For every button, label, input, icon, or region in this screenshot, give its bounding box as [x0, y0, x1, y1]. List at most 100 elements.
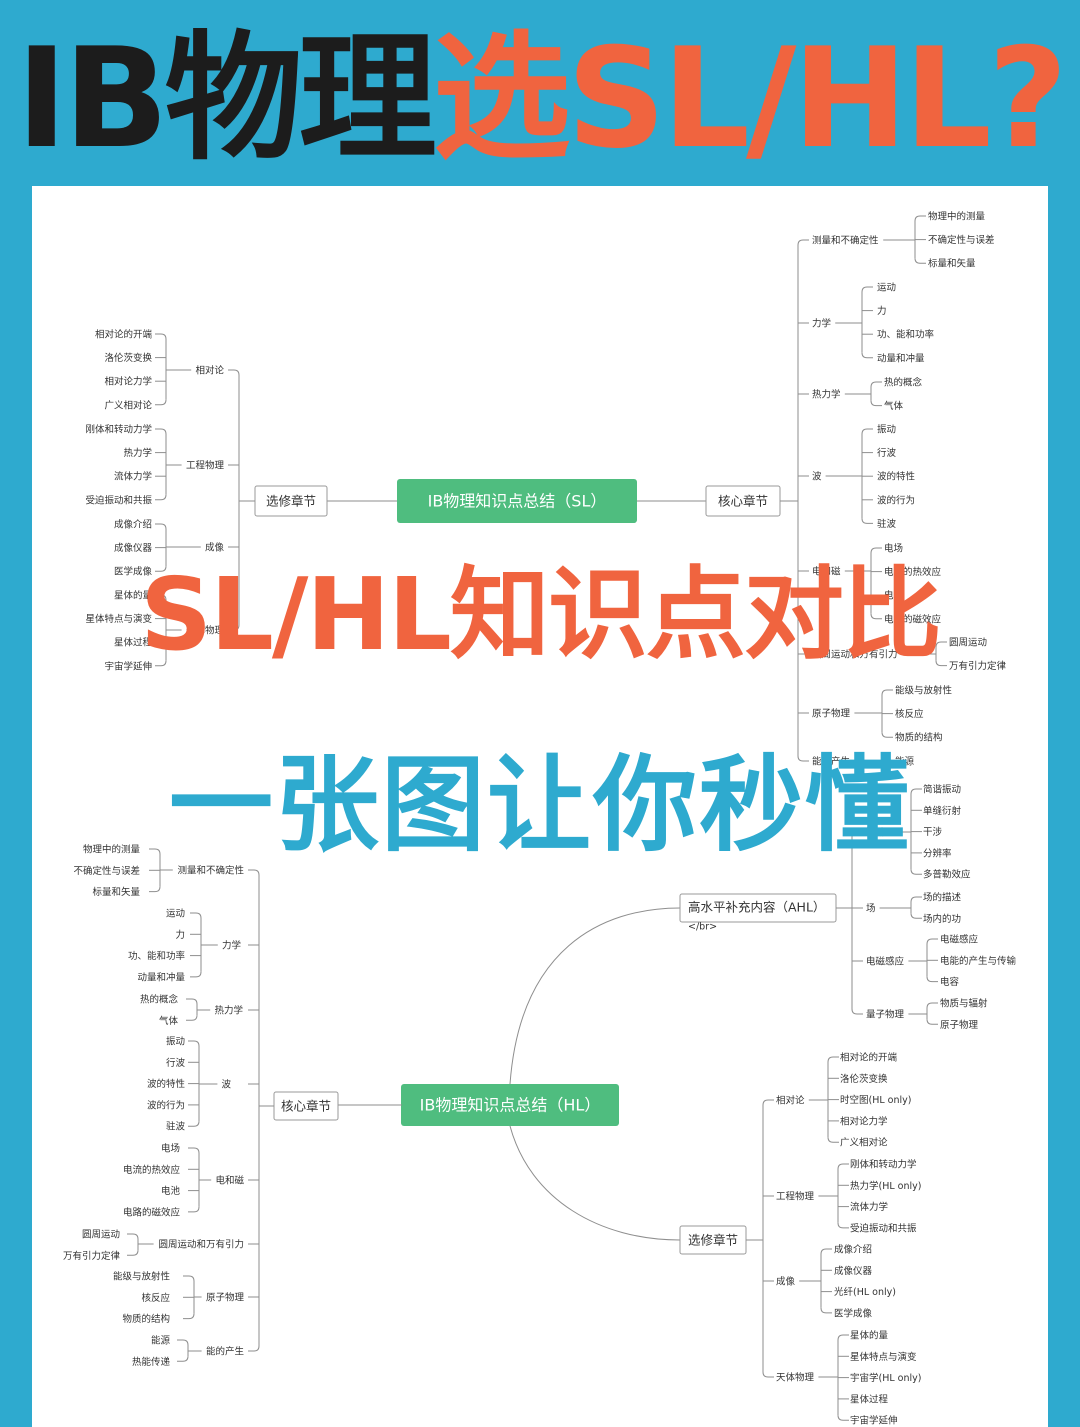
hl-elective-group-item: 宇宙学(HL only)	[850, 1372, 921, 1384]
hl-core-group-bracket-tick	[188, 1040, 200, 1047]
sl-core-group-bracket-tick	[870, 400, 882, 407]
sl-core-group-item: 圆周运动	[949, 638, 987, 649]
sl-core-group-bracket-tick	[881, 689, 893, 696]
hl-core-group-bracket-tick	[190, 912, 202, 919]
sl-core-group-item: 电路的磁效应	[884, 613, 942, 625]
sl-elective-group-label: 天体物理	[186, 625, 225, 637]
sl-core-group-label: 测量和不确定性	[812, 235, 879, 247]
sl-elective-group-bracket-tick	[155, 333, 167, 340]
sl-core-group-item: 热的概念	[884, 377, 923, 389]
sl-core-group-item: 气体	[884, 400, 904, 412]
sl-core-bracket-tick	[797, 755, 809, 762]
sl-core-group-label: 圆周运动和万有引力	[812, 649, 898, 661]
sl-elective-group-bracket-tick	[155, 566, 167, 572]
hl-ahl-group-item: 单缝衍射	[923, 805, 962, 817]
sl-elective-group-item: 流体力学	[114, 471, 152, 483]
hl-core-group-item: 不确定性与误差	[73, 865, 140, 877]
hl-core-bracket-tick	[248, 869, 260, 876]
sl-elective-group-item: 刚体和转动力学	[85, 424, 152, 436]
hl-ahl-group-bracket-tick	[926, 1002, 938, 1009]
sl-core-group-bracket-tick	[861, 428, 873, 435]
sl-core-group-bracket-tick	[861, 286, 873, 293]
sl-core-group-item: 标量和矢量	[928, 258, 976, 270]
hl-elective-group-item: 星体特点与演变	[850, 1351, 917, 1363]
hl-core-group-bracket-tick	[190, 971, 202, 978]
sl-core-group-bracket-tick	[861, 352, 873, 359]
hl-ahl-group-bracket-tick	[910, 913, 922, 919]
hl-core-group-bracket-tick	[177, 1339, 189, 1346]
hl-ahl-group-item: 电容	[940, 976, 960, 988]
hl-elective-group-item: 医学成像	[834, 1307, 873, 1319]
sl-core-group-label: 力学	[812, 318, 831, 330]
hl-core-group-item: 行波	[166, 1057, 186, 1069]
sl-core-group-bracket-tick	[935, 641, 947, 648]
hl-elective-group-label: 相对论	[776, 1095, 805, 1107]
sl-core-group-bracket-tick	[881, 760, 893, 767]
sl-elective-group-bracket-tick	[155, 594, 167, 601]
hl-elective-group-item: 成像仪器	[834, 1265, 873, 1277]
hl-core-group-item: 热的概念	[140, 994, 179, 1006]
hl-elective-group-item: 星体过程	[850, 1393, 889, 1405]
hl-core-group-item: 圆周运动	[82, 1230, 120, 1241]
hl-core-group-item: 万有引力定律	[63, 1250, 121, 1262]
sl-core-group-item: 不确定性与误差	[928, 234, 995, 246]
sl-elective-group-item: 星体特点与演变	[85, 613, 152, 625]
sl-elective-group-label: 工程物理	[186, 460, 225, 472]
hl-elective-group-bracket-tick	[820, 1307, 832, 1314]
hl-core-group-label: 圆周运动和万有引力	[158, 1239, 244, 1251]
sl-elective-group-item: 受迫振动和共振	[85, 494, 152, 506]
sl-core-group-item: 驻波	[877, 518, 897, 530]
hl-elective-group-item: 刚体和转动力学	[850, 1159, 917, 1171]
sl-elective-group-bracket-tick	[155, 523, 167, 530]
sl-core-group-label: 原子物理	[812, 708, 851, 720]
sl-elective-group-item: 广义相对论	[104, 399, 152, 411]
hl-core-group-item: 核反应	[141, 1292, 170, 1304]
hl-core-group-bracket-tick	[183, 1313, 195, 1320]
sl-core-group-item: 波的特性	[877, 471, 916, 483]
sl-core-group-bracket-tick	[861, 518, 873, 524]
hl-elective-group-item: 受迫振动和共振	[850, 1222, 917, 1234]
hl-elective-group-item: 星体的量	[850, 1330, 889, 1342]
hl-core-group-bracket-tick	[149, 886, 161, 893]
hl-elective-label: 选修章节	[688, 1233, 738, 1248]
hl-core-group-bracket-tick	[188, 1147, 200, 1154]
hl-ahl-group-item: 多普勒效应	[923, 869, 971, 881]
hl-core-group-item: 气体	[159, 1015, 179, 1027]
hl-elective-group-item: 广义相对论	[840, 1137, 888, 1149]
hl-ahl-group-bracket-tick	[926, 976, 938, 983]
sl-core-group-item: 振动	[877, 424, 896, 436]
hl-ahl-group-bracket-tick	[926, 1019, 938, 1025]
hl-ahl-group-item: 场的描述	[923, 892, 962, 904]
hl-core-group-item: 波的行为	[147, 1099, 185, 1111]
hl-elective-group-bracket-tick	[837, 1415, 849, 1421]
poster-title: IB物理选SL/HL?	[0, 14, 1080, 184]
sl-core-group-bracket-tick	[870, 547, 882, 554]
hl-core-group-item: 波的特性	[147, 1078, 186, 1090]
hl-ahl-group-label: 电磁感应	[866, 956, 905, 968]
hl-core-group-label: 原子物理	[206, 1292, 245, 1304]
sl-elective-group-item: 相对论力学	[104, 376, 152, 388]
sl-core-group-item: 电场	[884, 543, 903, 555]
hl-root-box	[401, 1084, 619, 1126]
hl-elective-group-item: 宇宙学延伸	[850, 1415, 898, 1427]
hl-core-group-item: 电池	[161, 1185, 181, 1197]
sl-core-group-item: 电流的热效应	[884, 566, 942, 578]
sl-elective-group-bracket-tick	[155, 399, 167, 406]
hl-core-group-bracket-tick	[149, 848, 161, 855]
hl-core-group-item: 力	[175, 929, 185, 941]
mindmap-panel: IB物理知识点总结（SL）核心章节选修章节测量和不确定性物理中的测量不确定性与误…	[32, 186, 1048, 1427]
sl-core-group-label: 能的产生	[812, 756, 851, 768]
hl-core-group-label: 能的产生	[206, 1346, 245, 1358]
sl-root-label: IB物理知识点总结（SL）	[428, 492, 607, 511]
hl-core-group-item: 物质的结构	[122, 1313, 170, 1325]
hl-elective-group-item: 流体力学	[850, 1201, 888, 1213]
hl-elective-bracket-tick	[762, 1371, 774, 1378]
hl-elective-bracket-tick	[762, 1099, 774, 1106]
mindmap-canvas: IB物理知识点总结（SL）核心章节选修章节测量和不确定性物理中的测量不确定性与误…	[63, 211, 1017, 1427]
hl-core-group-item: 振动	[166, 1036, 185, 1048]
hl-ahl-group-label: 量子物理	[866, 1009, 905, 1021]
sl-core-group-item: 能源	[895, 756, 915, 768]
hl-core-group-item: 动量和冲量	[137, 971, 185, 983]
sl-core-group-item: 能级与放射性	[895, 685, 953, 697]
hl-ahl-group-bracket-tick	[910, 896, 922, 903]
